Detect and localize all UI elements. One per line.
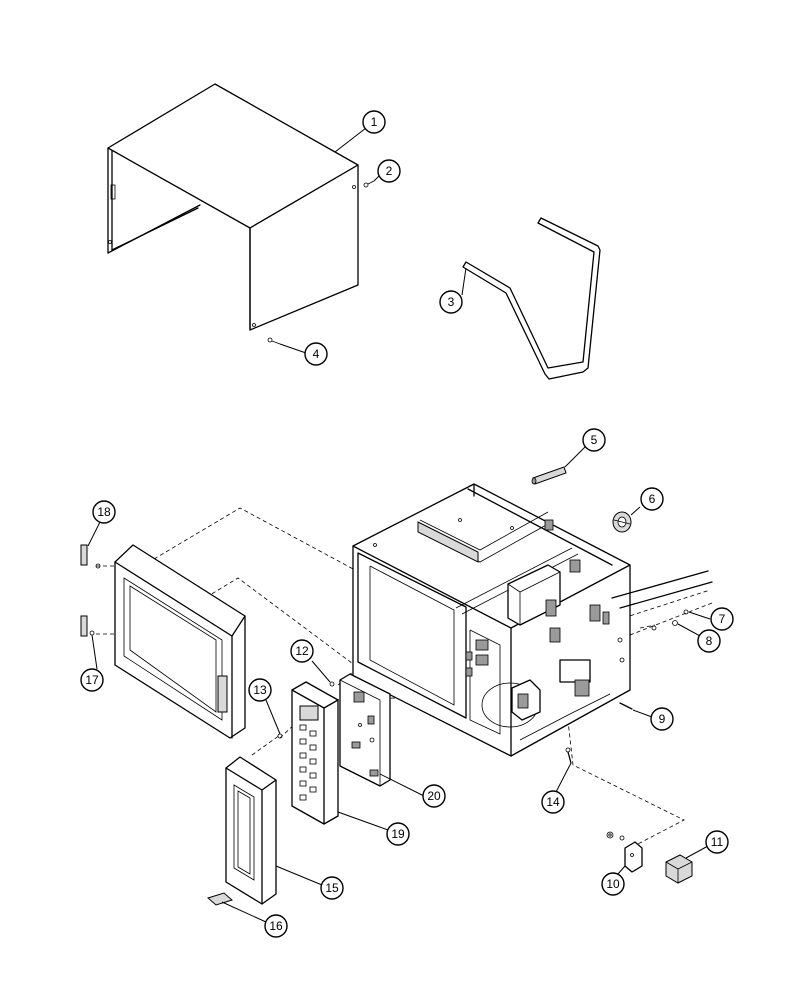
circuit-board-part-20 [339, 673, 391, 787]
callout-number: 6 [649, 492, 656, 506]
callout-number: 11 [711, 835, 724, 849]
door-frame-part-15 [225, 756, 277, 905]
callout-6: 6 [640, 487, 664, 511]
cylinder-part-5 [531, 466, 567, 485]
rods-part-7-8 [611, 570, 713, 631]
callout-number: 5 [591, 433, 598, 447]
screw-part-12 [329, 681, 335, 687]
callout-2: 2 [377, 159, 401, 183]
callout-number: 20 [427, 789, 441, 803]
callout-number: 9 [659, 712, 666, 726]
callout-number: 10 [606, 877, 620, 891]
callout-number: 3 [448, 295, 455, 309]
callout-number: 19 [391, 827, 405, 841]
callout-number: 16 [269, 919, 283, 933]
callout-19: 19 [386, 822, 410, 846]
screw-part-13 [277, 733, 283, 739]
callout-3: 3 [439, 290, 463, 314]
callout-number: 8 [706, 634, 713, 648]
bent-bar-part-3 [462, 217, 601, 380]
callout-16: 16 [264, 914, 288, 938]
callout-11: 11 [705, 830, 729, 854]
alignment-lines [96, 507, 713, 846]
callout-15: 15 [320, 876, 344, 900]
screw-part-4 [267, 337, 281, 345]
callout-12: 12 [290, 639, 314, 663]
outer-cabinet-wrapper [107, 83, 359, 331]
callout-4: 4 [304, 342, 328, 366]
terminal-block-part-11 [665, 854, 693, 884]
callout-18: 18 [92, 500, 116, 524]
callout-number: 18 [97, 505, 111, 519]
callout-number: 4 [313, 347, 320, 361]
callout-number: 12 [295, 644, 309, 658]
door-assembly [114, 544, 246, 739]
callout-13: 13 [248, 678, 272, 702]
trim-part-16 [206, 892, 234, 906]
callout-10: 10 [601, 872, 625, 896]
hinge-pin-part-17 [80, 615, 95, 637]
pin-part-9 [619, 702, 633, 710]
screw-part-2 [363, 180, 375, 188]
hinge-pin-part-18 [80, 544, 101, 569]
callout-7: 7 [710, 607, 734, 631]
leader-lines [87, 127, 711, 923]
callout-number: 7 [719, 612, 726, 626]
control-panel-part-19 [291, 681, 339, 825]
callout-20: 20 [422, 784, 446, 808]
callout-number: 17 [85, 673, 99, 687]
callout-5: 5 [582, 428, 606, 452]
callout-9: 9 [650, 707, 674, 731]
callout-number: 14 [546, 795, 560, 809]
main-chassis [352, 483, 631, 757]
callout-number: 2 [386, 164, 393, 178]
callout-8: 8 [697, 629, 721, 653]
callout-17: 17 [80, 668, 104, 692]
callout-number: 13 [253, 683, 267, 697]
coupler-part-6 [612, 511, 632, 533]
screw-part-14 [565, 747, 572, 764]
callout-14: 14 [541, 790, 565, 814]
callout-number: 1 [371, 115, 378, 129]
callout-1: 1 [362, 110, 386, 134]
callout-number: 15 [325, 881, 339, 895]
